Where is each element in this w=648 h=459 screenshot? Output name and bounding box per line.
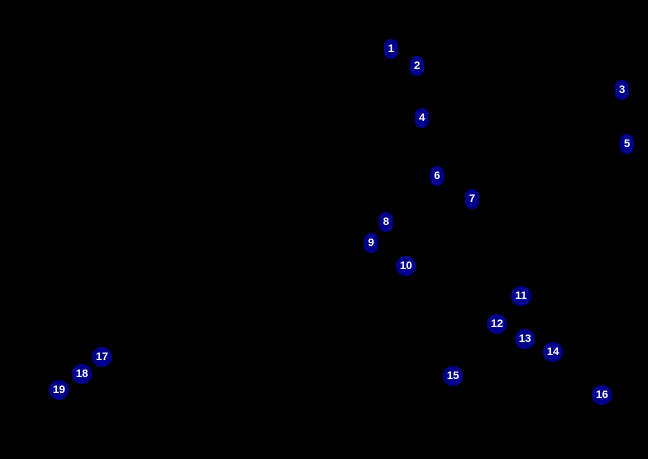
numbered-marker-4[interactable]: 4 <box>414 108 430 128</box>
numbered-marker-7[interactable]: 7 <box>464 189 480 209</box>
numbered-marker-11[interactable]: 11 <box>511 286 531 306</box>
numbered-marker-15[interactable]: 15 <box>442 366 464 386</box>
numbered-marker-14[interactable]: 14 <box>542 342 564 362</box>
numbered-marker-16[interactable]: 16 <box>591 385 613 405</box>
numbered-marker-1[interactable]: 1 <box>383 39 399 59</box>
numbered-marker-19[interactable]: 19 <box>48 380 70 400</box>
numbered-marker-18[interactable]: 18 <box>71 364 93 384</box>
numbered-marker-17[interactable]: 17 <box>91 347 113 367</box>
numbered-marker-3[interactable]: 3 <box>614 80 630 100</box>
numbered-marker-10[interactable]: 10 <box>395 256 417 276</box>
numbered-marker-6[interactable]: 6 <box>429 166 445 186</box>
numbered-marker-2[interactable]: 2 <box>409 56 425 76</box>
numbered-marker-13[interactable]: 13 <box>514 329 536 349</box>
numbered-marker-12[interactable]: 12 <box>486 314 508 334</box>
numbered-marker-8[interactable]: 8 <box>378 212 394 232</box>
numbered-marker-5[interactable]: 5 <box>619 134 635 154</box>
numbered-marker-9[interactable]: 9 <box>363 233 379 253</box>
